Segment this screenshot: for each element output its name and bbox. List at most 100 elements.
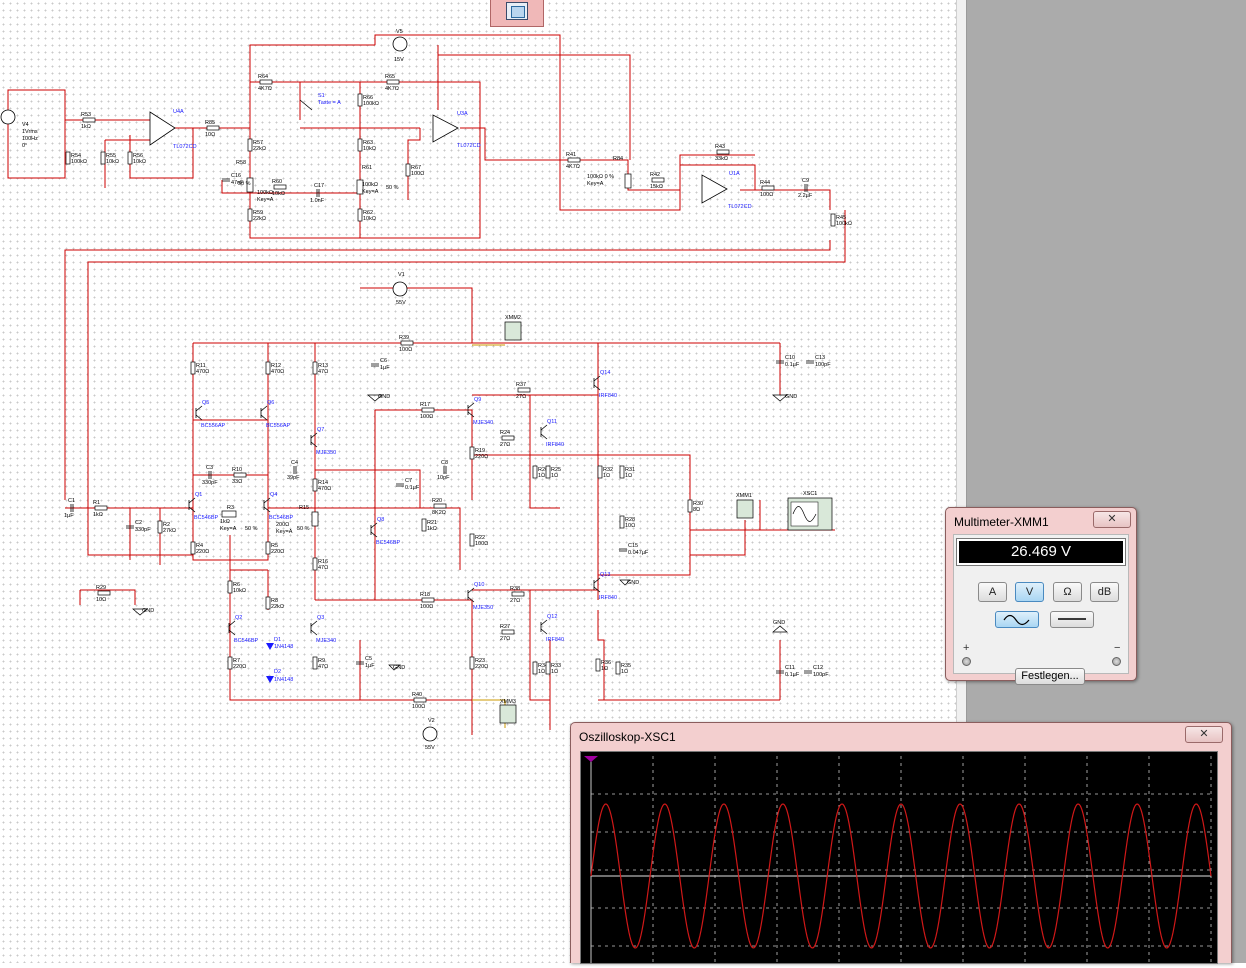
circuit-schematic[interactable]: V4 1Vrms 100Hz 0° V5 15V V1 55V V2 55V U… (0, 0, 960, 963)
capacitor-c7[interactable]: C70.1µF (396, 478, 420, 491)
close-icon[interactable]: ✕ (1185, 726, 1223, 743)
instrument-xmm1[interactable]: XMM1 (736, 493, 754, 519)
opamp-u4a[interactable]: U4A TL072CD (149, 109, 197, 150)
mode-db-button[interactable]: dB (1090, 582, 1119, 602)
set-button[interactable]: Festlegen... (1015, 668, 1085, 685)
instrument-xsc1[interactable]: XSC1 (787, 491, 833, 531)
pot-r15[interactable]: R15 200Ω Key=A 50 % (276, 505, 319, 535)
close-icon[interactable]: ✕ (1093, 511, 1131, 528)
instrument-xmm3[interactable]: XMM3 (499, 699, 517, 724)
canvas-scrollbar[interactable] (956, 0, 967, 963)
source-v4[interactable]: V4 1Vrms 100Hz 0° (0, 109, 38, 149)
schematic-canvas[interactable] (0, 0, 965, 963)
pot-r61[interactable]: R61 100kΩ Key=A 50 % (356, 165, 399, 195)
source-v2[interactable]: V2 55V (422, 718, 438, 751)
capacitor-c9[interactable]: C92.2µF (798, 178, 813, 199)
pot-r58[interactable]: R58 50 % 100kΩ Key=A (236, 160, 274, 203)
opamp-u3a[interactable]: U3A TL072CD (432, 111, 481, 149)
source-v5[interactable]: V5 15V (392, 29, 408, 63)
pot-r3[interactable]: R3 1kΩ Key=A 50 % (220, 505, 258, 532)
oscilloscope-window[interactable]: Oszilloskop-XSC1 ✕ (570, 722, 1232, 964)
minus-terminal[interactable] (1112, 657, 1121, 666)
pot-r84[interactable]: R84 100kΩ 0 % Key=A (587, 156, 632, 189)
mode-ampere-button[interactable]: A (978, 582, 1007, 602)
diode-d2[interactable]: D2 1N4148 (266, 669, 293, 683)
instrument-xmm2[interactable]: XMM2 (504, 315, 522, 341)
diode-d1[interactable]: D1 1N4148 (266, 637, 293, 650)
source-v1[interactable]: V1 55V (392, 272, 408, 306)
opamp-u1a[interactable]: U1A TL072CD (701, 171, 752, 210)
mode-ohm-button[interactable]: Ω (1053, 582, 1082, 602)
mode-volt-button[interactable]: V (1015, 582, 1044, 602)
